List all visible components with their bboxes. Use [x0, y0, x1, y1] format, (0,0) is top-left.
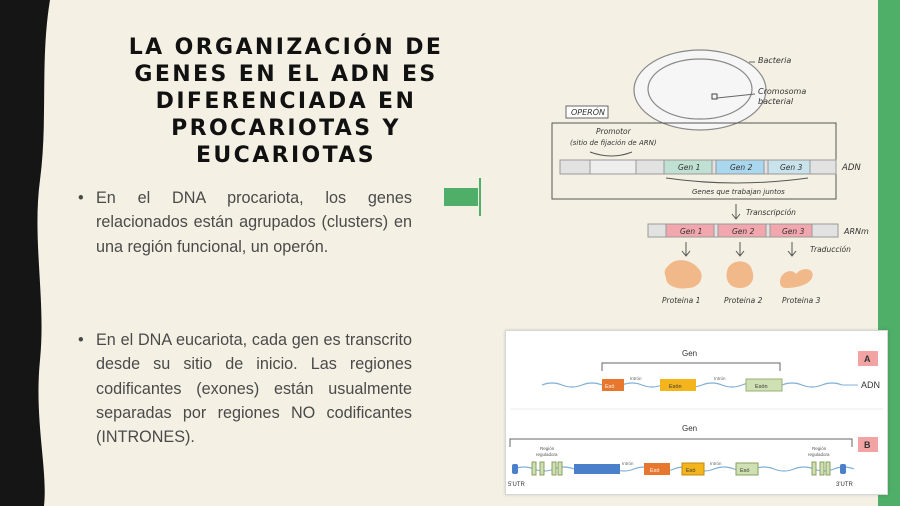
reg-right-box-1 [811, 461, 817, 476]
promoter-blue [574, 464, 620, 474]
gene-a-label: Gen [682, 349, 697, 358]
exon-a-3-label: Exón [755, 384, 768, 390]
transcription-label: Transcripción [746, 208, 796, 217]
gene-3-box [767, 159, 811, 175]
intron-b-2-label: Intrón [710, 461, 722, 466]
exon-a-3 [745, 378, 783, 392]
exon-b-3 [735, 462, 759, 476]
badge-a [858, 351, 878, 366]
badge-b-label: B [864, 440, 871, 450]
reg-right-box-3 [825, 461, 831, 476]
eukaryote-diagram: Gen Exó Exón Exón Intrón Intrón ADN A Ge… [508, 349, 883, 488]
green-marker-shape [444, 178, 481, 216]
exon-b-1 [644, 463, 670, 475]
chromosome-zoom-box [711, 93, 718, 100]
exon-b-2 [681, 462, 705, 476]
mrna-segment-2 [717, 223, 767, 238]
decorative-wave [0, 0, 50, 506]
badge-b [858, 437, 878, 452]
chromosome-label-2: bacterial [758, 97, 794, 106]
dna-label: ADN [841, 163, 861, 173]
translation-label: Traducción [810, 245, 851, 254]
intron-a-2-label: Intrón [714, 376, 726, 381]
bacteria-cell [633, 49, 767, 131]
utr5-label: 5'UTR [508, 482, 525, 488]
operon-label-box [565, 105, 609, 119]
adn-label: ADN [861, 380, 880, 390]
mrna-label: ARNm [843, 227, 869, 236]
protein-3-shape [780, 269, 813, 288]
gene-1-box [663, 159, 713, 175]
utr5-marker [512, 464, 518, 474]
protein-2-shape [726, 261, 754, 288]
exon-a-1 [602, 379, 624, 391]
operon-figure: Bacteria Cromosoma bacterial OPERÓN Prom… [551, 49, 869, 305]
regulatory-right-1: Región [812, 446, 827, 451]
reg-right-box-2 [819, 461, 825, 476]
mrna-segment-3 [769, 223, 813, 238]
promoter-label: Promotor [596, 127, 632, 136]
gene-2-box [715, 159, 765, 175]
bullet-text: En el DNA eucariota, cada gen es transcr… [96, 331, 412, 447]
mrna-gene-2-label: Gen 2 [732, 227, 755, 236]
bacteria-label: Bacteria [758, 56, 791, 65]
slide-title: LA ORGANIZACIÓN DE GENES EN EL ADN ES DI… [128, 35, 444, 168]
protein-3-label: Proteina 3 [782, 296, 821, 305]
exon-b-2-label: Exó [686, 468, 695, 474]
promoter-site-label: (sitio de fijación de ARN) [570, 139, 657, 147]
regulatory-left-1: Región [540, 446, 555, 451]
exon-b-3-label: Exó [740, 468, 749, 474]
regulatory-left-2: reguladora [536, 452, 558, 457]
mrna-gene-3-label: Gen 3 [782, 227, 805, 236]
operon-label: OPERÓN [571, 106, 605, 117]
gene-2-label: Gen 2 [730, 163, 753, 172]
eukaryote-gene-figure: Gen Exó Exón Exón Intrón Intrón ADN A Ge… [505, 330, 888, 495]
chromosome-label-1: Cromosoma [758, 87, 806, 96]
exon-a-2 [660, 379, 696, 391]
utr3-marker [840, 464, 846, 474]
bullet-marker: • [78, 331, 84, 349]
promoter-region [589, 159, 637, 175]
regulatory-right-2: reguladora [808, 452, 830, 457]
genes-together-label: Genes que trabajan juntos [692, 188, 785, 196]
bacterial-chromosome [647, 58, 753, 120]
mrna-segment-1 [665, 223, 715, 238]
bullet-text: En el DNA procariota, los genes relacion… [96, 189, 412, 256]
badge-a-label: A [864, 354, 871, 364]
utr3-label: 3'UTR [836, 482, 853, 488]
exon-a-1-label: Exó [605, 384, 614, 390]
bullet-eukaryote: • En el DNA eucariota, cada gen es trans… [78, 328, 412, 449]
intron-a-1-label: Intrón [630, 376, 642, 381]
intron-b-1-label: Intrón [622, 461, 634, 466]
mrna-gene-1-label: Gen 1 [680, 227, 702, 236]
gene-b-label: Gen [682, 424, 697, 433]
protein-2-label: Proteina 2 [724, 296, 763, 305]
gene-3-label: Gen 3 [780, 163, 803, 172]
bullet-marker: • [78, 189, 84, 207]
reg-left-box-4 [557, 461, 563, 476]
bullet-prokaryote: • En el DNA procariota, los genes relaci… [78, 186, 412, 259]
gene-1-label: Gen 1 [678, 163, 700, 172]
exon-a-2-label: Exón [669, 384, 682, 390]
reg-left-box-2 [539, 461, 545, 476]
protein-1-label: Proteina 1 [662, 296, 700, 305]
reg-left-box-3 [551, 461, 557, 476]
exon-b-1-label: Exó [650, 468, 659, 474]
reg-left-box-1 [531, 461, 537, 476]
protein-1-shape [664, 260, 702, 289]
